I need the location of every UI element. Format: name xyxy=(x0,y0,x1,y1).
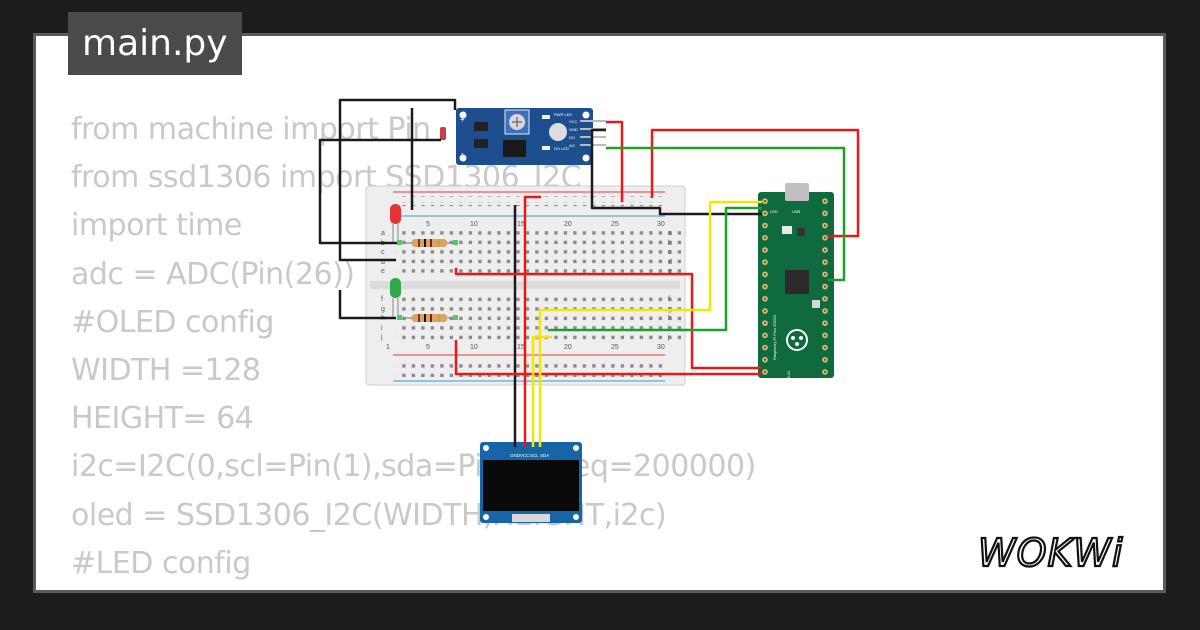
sensor-pin-label: DO xyxy=(569,135,575,140)
oled-pin-label: SCL xyxy=(530,453,539,458)
col-num: 30 xyxy=(657,221,665,228)
col-num: 5 xyxy=(426,344,430,351)
code-line: #OLED config xyxy=(71,304,274,340)
wire-yellow[interactable] xyxy=(538,200,762,447)
sensor-pin-label: GND xyxy=(569,127,578,132)
wire-green[interactable] xyxy=(548,206,762,332)
row-letter: j xyxy=(380,334,383,341)
col-num: 25 xyxy=(611,344,619,351)
col-num: 1 xyxy=(386,344,390,351)
code-line: oled = SSD1306_I2C(WIDTH,HEIGHT,i2c) xyxy=(71,497,667,533)
sensor-led-label: PWR LED xyxy=(554,112,572,117)
resistor-top[interactable] xyxy=(403,239,456,247)
row-letter: b xyxy=(668,240,672,247)
code-line: WIDTH =128 xyxy=(71,353,261,389)
row-letter: f xyxy=(668,296,670,303)
col-num: 5 xyxy=(426,221,430,228)
wire-red[interactable] xyxy=(454,268,762,370)
pico-led-label: LED xyxy=(770,209,778,214)
green-led[interactable] xyxy=(390,278,401,318)
col-num: 15 xyxy=(517,344,525,351)
row-letter: j xyxy=(667,334,670,341)
col-num: 15 xyxy=(517,221,525,228)
code-line: adc = ADC(Pin(26)) xyxy=(71,256,355,292)
row-letter: g xyxy=(381,306,385,313)
row-letter: e xyxy=(668,268,672,275)
sensor-led-label: DO LED xyxy=(554,146,569,151)
row-letter: a xyxy=(381,230,385,237)
row-letter: i xyxy=(381,325,383,332)
row-letter: d xyxy=(668,259,672,266)
row-letter: h xyxy=(668,315,672,322)
wire-yellow[interactable] xyxy=(531,335,552,447)
code-line: i2c=I2C(0,scl=Pin(1),sda=Pin(0),freq=200… xyxy=(71,449,756,485)
oled-pin-label: VCC xyxy=(520,453,530,458)
oled-pin-label: GND xyxy=(510,453,521,458)
pico-board-label: Raspberry Pi Pico ©2020 xyxy=(772,314,777,360)
pin-markers xyxy=(397,240,458,320)
row-letter: e xyxy=(381,268,385,275)
wire-red[interactable] xyxy=(650,128,860,238)
code-line: HEIGHT= 64 xyxy=(71,401,254,437)
row-letter: a xyxy=(668,230,672,237)
row-letter: c xyxy=(381,249,385,256)
row-letter: c xyxy=(668,249,672,256)
wokwi-logo: WOKWi xyxy=(978,530,1124,576)
col-num: 25 xyxy=(611,221,619,228)
wire-black[interactable] xyxy=(338,290,396,320)
wire-red[interactable] xyxy=(523,195,541,447)
row-letter: f xyxy=(381,296,383,303)
sensor-terminal-minus: - xyxy=(461,149,464,158)
code-line: import time xyxy=(71,208,242,244)
row-letter: i xyxy=(668,325,670,332)
col-num: 10 xyxy=(470,344,478,351)
wire-black[interactable] xyxy=(338,98,457,262)
red-led[interactable] xyxy=(390,204,401,242)
wires xyxy=(318,98,860,447)
col-num: 30 xyxy=(657,344,665,351)
resistor-bottom[interactable] xyxy=(403,314,456,322)
code-line: from machine import Pin xyxy=(71,112,431,147)
file-tab[interactable]: main.py xyxy=(68,12,242,75)
sensor-pin-label: VCC xyxy=(569,119,578,124)
pico-usb-label: USB xyxy=(792,209,801,214)
code-line: #LED config xyxy=(71,545,251,581)
wire-red[interactable] xyxy=(454,340,762,376)
oled-display[interactable]: GND VCC SCL SDA xyxy=(480,442,582,523)
col-num: 10 xyxy=(470,221,478,228)
sensor-terminal-plus: + xyxy=(460,115,465,124)
pico-debug-label: DEBUG xyxy=(786,371,791,385)
wire-black[interactable] xyxy=(318,138,441,245)
row-letter: d xyxy=(381,259,385,266)
wire-green[interactable] xyxy=(606,146,846,282)
raspberry-pi-pico[interactable]: LED USB DEBUG Raspberry Pi Pico ©2020 xyxy=(758,183,834,385)
wire-black[interactable] xyxy=(590,128,762,216)
col-num: 20 xyxy=(564,221,572,228)
oled-pin-label: SDA xyxy=(540,453,549,458)
wire-red[interactable] xyxy=(606,120,624,202)
light-sensor-module[interactable]: + - PWR LED DO LED VCC GND DO AO xyxy=(440,108,606,165)
sensor-pin-label: AO xyxy=(569,143,575,148)
wokwi-logo-text: WOKWi xyxy=(978,531,1124,575)
col-num: 20 xyxy=(564,344,572,351)
